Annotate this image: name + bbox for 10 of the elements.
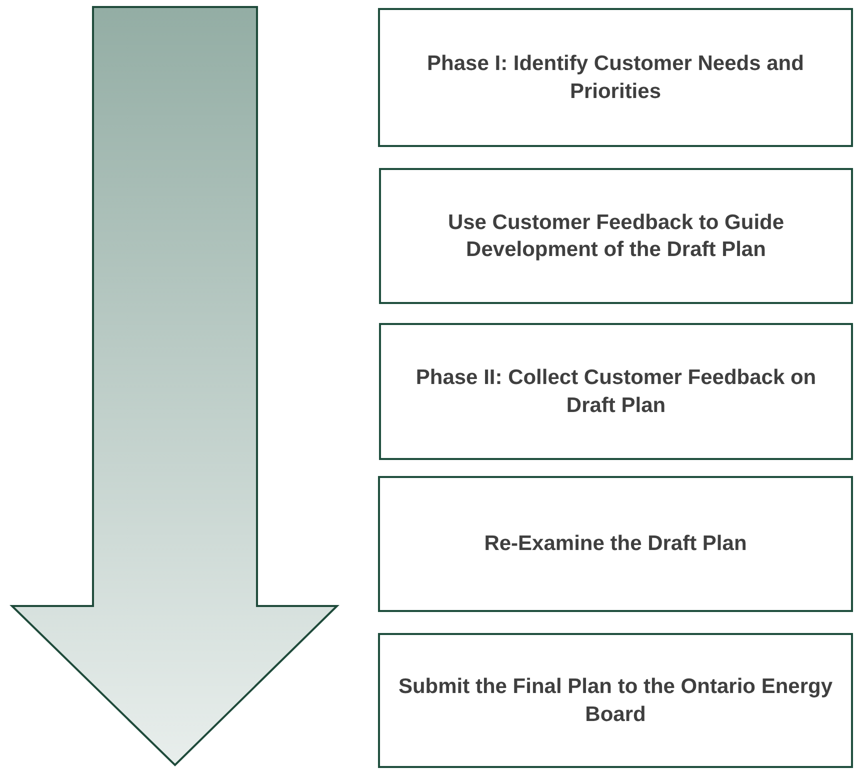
process-box xyxy=(379,323,853,460)
process-box xyxy=(378,476,853,612)
process-box xyxy=(378,633,853,768)
process-box xyxy=(378,8,853,147)
step-text: Re-Examine the Draft Plan xyxy=(483,531,748,558)
step-text: Phase I: Identify Customer Needs and Priorities xyxy=(426,51,805,104)
step-text: Submit the Final Plan to the Ontario Energy Board xyxy=(397,674,834,728)
step-text: Use Customer Feedback to Guide Development of the Draft Plan xyxy=(446,210,786,263)
process-box xyxy=(379,168,853,304)
step-text: Phase II: Collect Customer Feedback on Draft Plan xyxy=(414,365,818,418)
